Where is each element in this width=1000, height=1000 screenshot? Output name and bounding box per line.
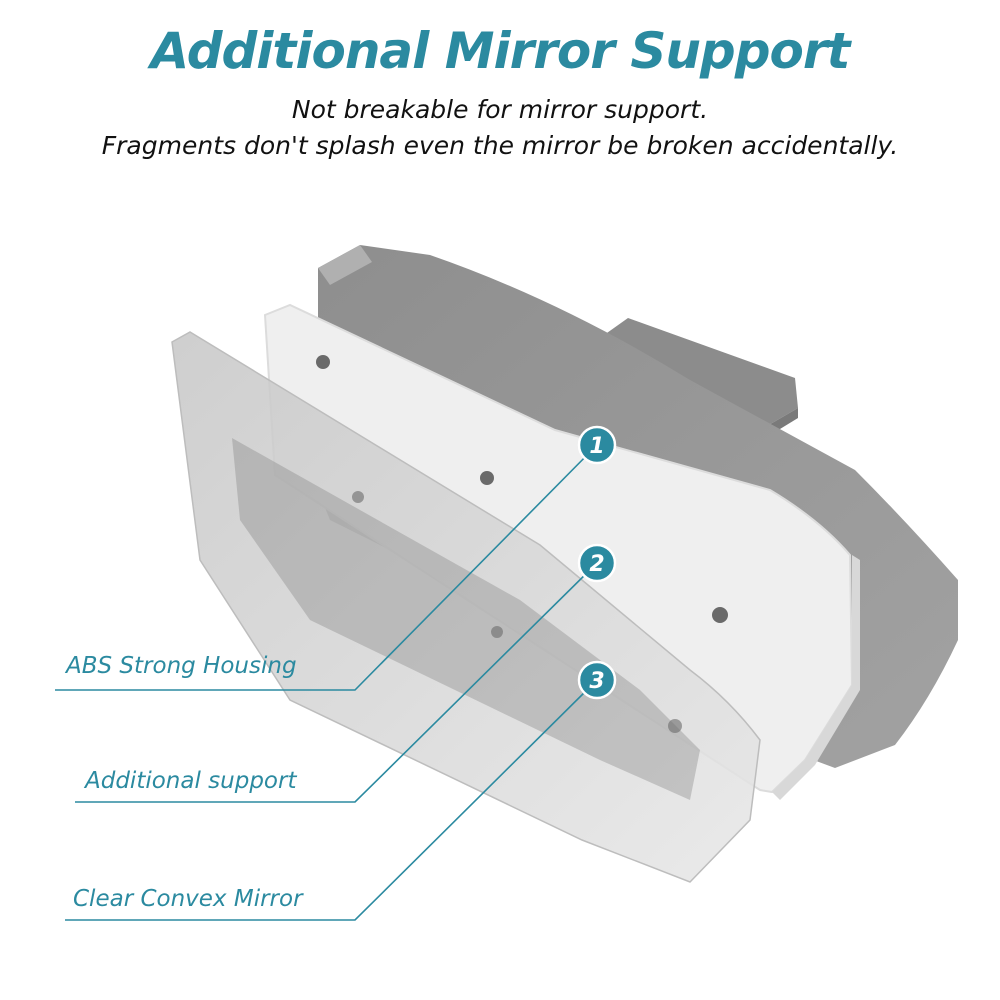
callout-badge-2: 2 [577, 543, 617, 583]
callout-number-1: 1 [589, 434, 604, 459]
label-clear-convex-mirror: Clear Convex Mirror [73, 886, 303, 912]
label-abs-strong-housing: ABS Strong Housing [66, 653, 297, 679]
label-additional-support: Additional support [85, 768, 297, 794]
callout-number-2: 2 [589, 552, 604, 577]
subtitle-line-1: Not breakable for mirror support. [291, 95, 709, 124]
subtitle-line-2: Fragments don't splash even the mirror b… [101, 131, 899, 160]
leader-line-1 [55, 444, 598, 691]
leader-line-2 [75, 562, 598, 803]
clear-convex-mirror [171, 331, 761, 883]
leader-line-3 [65, 679, 598, 921]
screw-hole [352, 491, 364, 503]
page-title: Additional Mirror Support [150, 22, 851, 80]
screw-hole [480, 471, 494, 485]
mounting-tab [590, 318, 798, 430]
screw-hole [668, 719, 682, 733]
screw-hole [316, 355, 330, 369]
screw-hole [712, 607, 728, 623]
callout-badge-1: 1 [577, 425, 617, 465]
callout-number-3: 3 [589, 669, 604, 694]
callout-badge-3: 3 [577, 660, 617, 700]
screw-hole [491, 626, 503, 638]
